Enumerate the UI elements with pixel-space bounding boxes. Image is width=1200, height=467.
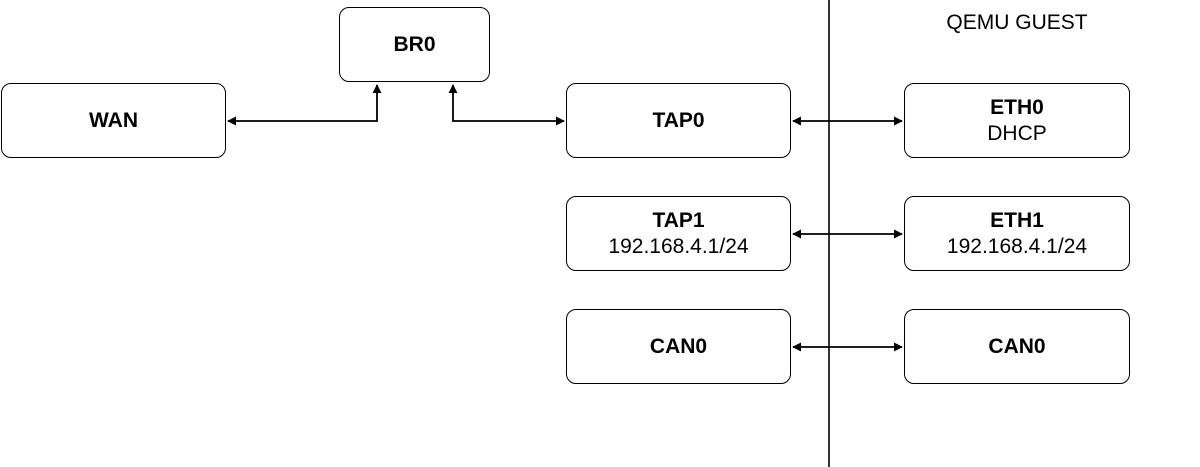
node-br0: BR0 [339, 7, 490, 82]
connector-br0-tap0 [448, 84, 565, 126]
node-title: TAP1 [652, 208, 705, 232]
node-address: DHCP [987, 121, 1047, 145]
node-title: ETH1 [990, 208, 1044, 232]
node-can0-guest: CAN0 [904, 309, 1130, 384]
node-tap0: TAP0 [566, 83, 791, 158]
node-eth0: ETH0 DHCP [904, 83, 1130, 158]
connector-wan-br0 [227, 84, 382, 126]
qemu-guest-label: QEMU GUEST [946, 11, 1088, 34]
node-address: 192.168.4.1/24 [946, 234, 1088, 258]
node-tap1: TAP1 192.168.4.1/24 [566, 196, 791, 271]
node-address: 192.168.4.1/24 [608, 234, 749, 258]
node-title: CAN0 [988, 334, 1046, 358]
node-title: BR0 [393, 32, 436, 56]
node-title: TAP0 [652, 108, 705, 132]
node-wan: WAN [1, 83, 226, 158]
node-title: CAN0 [649, 334, 708, 358]
node-eth1: ETH1 192.168.4.1/24 [904, 196, 1130, 271]
node-can0-host: CAN0 [566, 309, 791, 384]
node-title: WAN [89, 108, 138, 132]
node-title: ETH0 [990, 95, 1044, 119]
